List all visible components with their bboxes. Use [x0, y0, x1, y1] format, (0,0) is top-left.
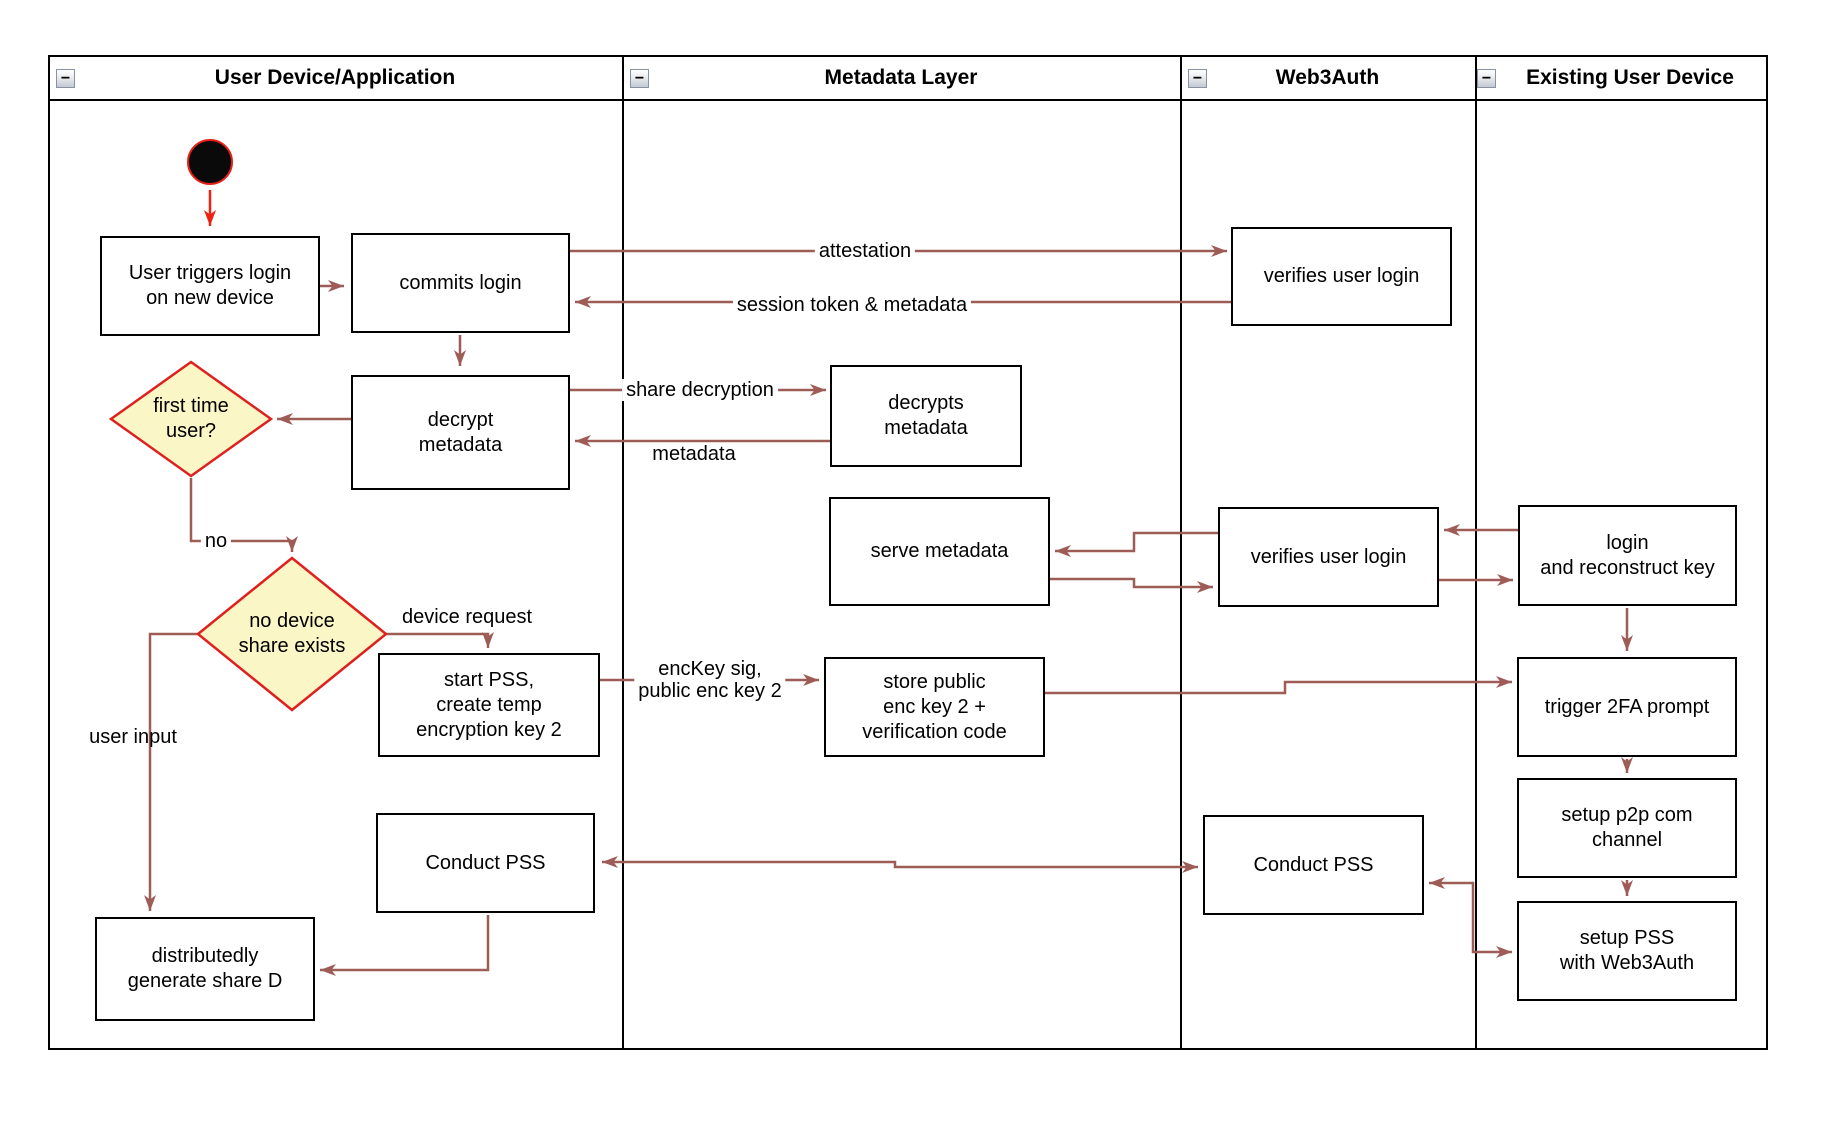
node-conduct-pss-web3auth: Conduct PSS: [1203, 815, 1424, 915]
node-user-triggers-login: User triggers login on new device: [100, 236, 320, 336]
lane-title-metadata-layer: Metadata Layer: [824, 66, 978, 89]
node-setup-p2p-com-channel: setup p2p com channel: [1517, 778, 1737, 878]
decision-first-time-user-label: first time user?: [153, 395, 229, 442]
collapse-lane-button[interactable]: −: [1188, 69, 1207, 88]
edge-label-share-decryption: share decryption: [622, 379, 778, 401]
collapse-lane-button[interactable]: −: [56, 69, 75, 88]
node-store-public-enc-key: store public enc key 2 + verification co…: [824, 657, 1045, 757]
edge-label-session-token-metadata: session token & metadata: [732, 294, 972, 316]
lane-divider-2: [1180, 55, 1182, 1050]
lane-title-user-device-application: User Device/Application: [214, 66, 456, 89]
node-login-and-reconstruct-key: login and reconstruct key: [1518, 505, 1737, 606]
node-conduct-pss-user-device: Conduct PSS: [376, 813, 595, 913]
lane-divider-1: [622, 55, 624, 1050]
node-serve-metadata: serve metadata: [829, 497, 1050, 606]
node-setup-pss-with-web3auth: setup PSS with Web3Auth: [1517, 901, 1737, 1001]
lane-header-separator: [48, 99, 1768, 101]
node-decrypts-metadata: decrypts metadata: [830, 365, 1022, 467]
edge-label-attestation: attestation: [814, 240, 916, 262]
collapse-lane-button[interactable]: −: [1477, 69, 1496, 88]
lane-title-web3auth: Web3Auth: [1275, 66, 1380, 89]
edge-label-enckey-sig: encKey sig, public enc key 2: [634, 658, 786, 702]
node-trigger-2fa-prompt: trigger 2FA prompt: [1517, 657, 1737, 757]
edge-label-no: no: [200, 530, 232, 552]
collapse-lane-button[interactable]: −: [630, 69, 649, 88]
lane-title-existing-user-device: Existing User Device: [1526, 66, 1734, 89]
lane-divider-3: [1475, 55, 1477, 1050]
node-verifies-user-login-top: verifies user login: [1231, 227, 1452, 326]
node-verifies-user-login-mid: verifies user login: [1218, 507, 1439, 607]
node-decrypt-metadata: decrypt metadata: [351, 375, 570, 490]
edge-label-metadata: metadata: [652, 443, 736, 465]
initial-state-node: [187, 139, 233, 185]
edge-label-user-input: user input: [89, 726, 177, 748]
node-distributedly-generate-share-d: distributedly generate share D: [95, 917, 315, 1021]
node-commits-login: commits login: [351, 233, 570, 333]
decision-no-device-share-label: no device share exists: [238, 610, 346, 657]
node-start-pss: start PSS, create temp encryption key 2: [378, 653, 600, 757]
edge-label-device-request: device request: [401, 606, 533, 628]
